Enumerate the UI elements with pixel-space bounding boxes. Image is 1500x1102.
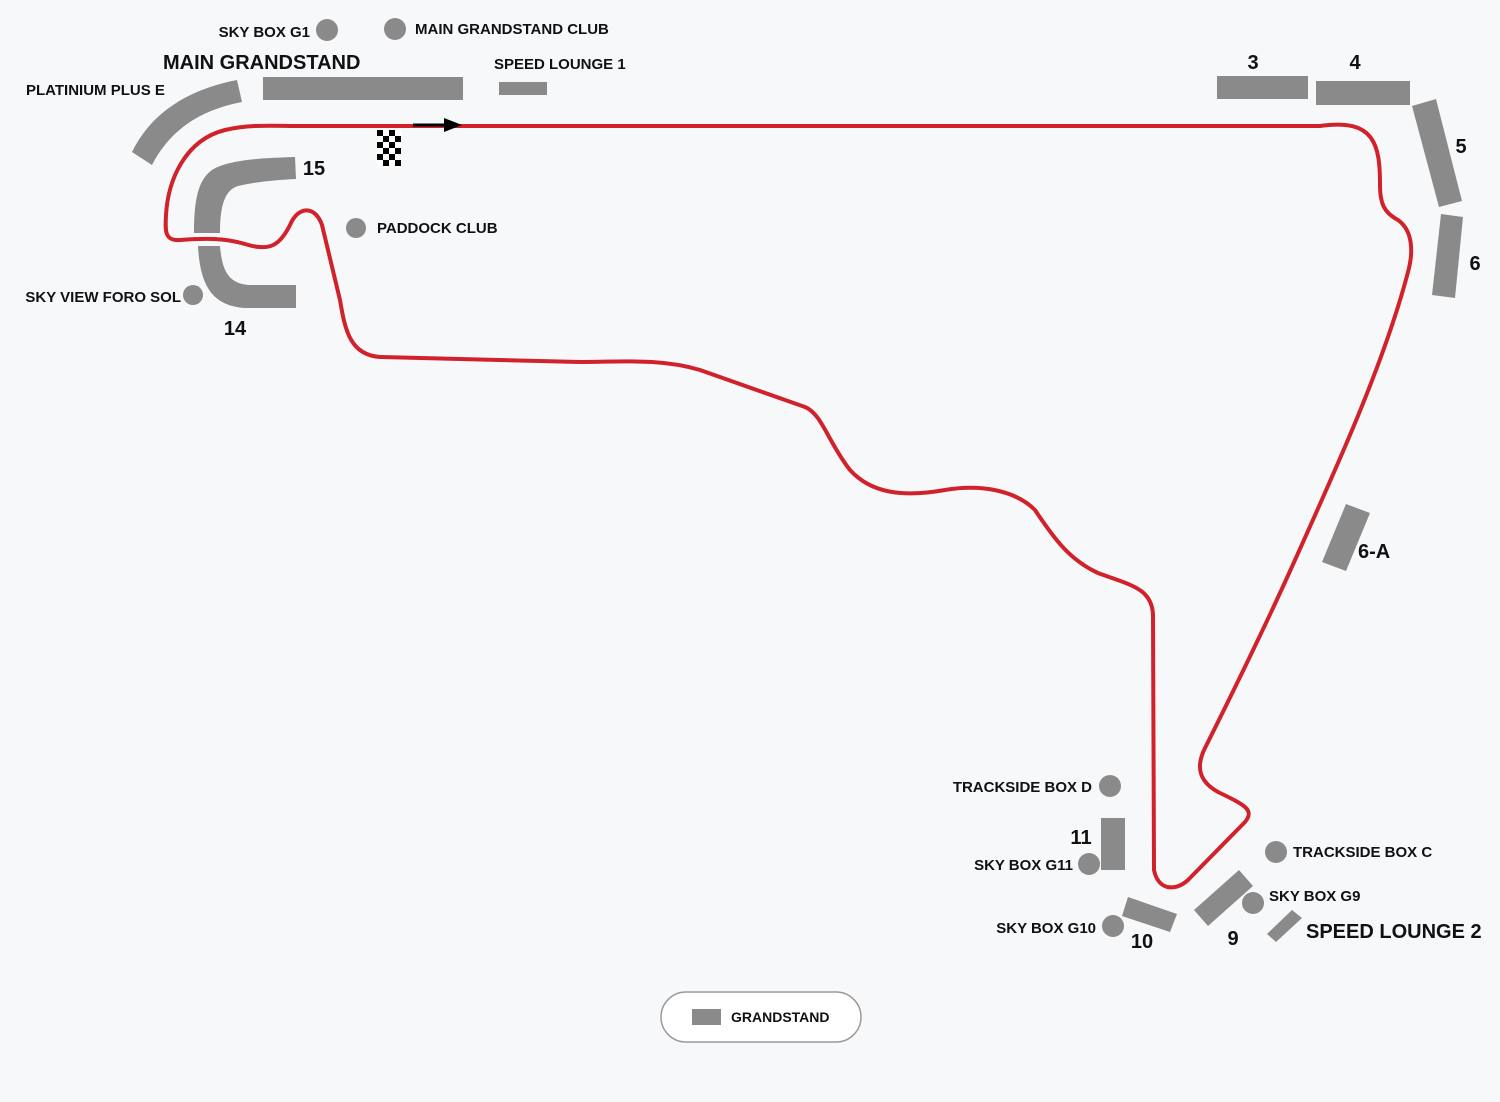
marker-sky-box-g11[interactable] [1078,853,1100,875]
label-sky-box-g1: SKY BOX G1 [219,24,310,41]
venue-labels: SKY BOX G1 MAIN GRANDSTAND CLUB MAIN GRA… [25,21,1481,943]
grandstand-15[interactable] [194,157,296,233]
grandstand-speed-lounge-2[interactable] [1267,910,1302,942]
number-15: 15 [303,158,325,180]
grandstand-14[interactable] [198,246,296,308]
grandstands [132,76,1463,942]
grandstand-4[interactable] [1316,81,1410,105]
label-trackside-box-c: TRACKSIDE BOX C [1293,844,1432,861]
number-10: 10 [1131,931,1153,953]
number-11: 11 [1070,827,1091,849]
grandstand-platinium-plus-e[interactable] [132,80,242,165]
marker-main-grandstand-club[interactable] [384,18,406,40]
legend-grandstand-label: GRANDSTAND [731,1009,830,1025]
stand-numbers: 3 4 5 6 6-A 9 10 11 14 15 [224,52,1481,953]
number-6a: 6-A [1358,541,1390,563]
marker-trackside-box-c[interactable] [1265,841,1287,863]
number-9: 9 [1227,928,1238,950]
grandstand-10[interactable] [1122,897,1177,932]
legend: GRANDSTAND [660,991,862,1043]
legend-grandstand-swatch [692,1009,721,1025]
venue-markers [183,18,1287,937]
marker-sky-view-foro-sol[interactable] [183,285,203,305]
label-sky-box-g10: SKY BOX G10 [996,920,1096,937]
number-6: 6 [1469,253,1480,275]
marker-trackside-box-d[interactable] [1099,775,1121,797]
marker-sky-box-g1[interactable] [316,19,338,41]
grandstand-3[interactable] [1217,76,1308,99]
grandstand-11[interactable] [1101,818,1125,870]
grandstand-6a[interactable] [1322,504,1370,571]
label-sky-box-g9: SKY BOX G9 [1269,888,1360,905]
number-14: 14 [224,318,247,340]
label-platinium-plus-e: PLATINIUM PLUS E [26,82,165,99]
label-speed-lounge-2: SPEED LOUNGE 2 [1306,921,1482,943]
grandstand-speed-lounge-1[interactable] [499,82,547,95]
label-trackside-box-d: TRACKSIDE BOX D [953,779,1092,796]
checkered-flag-icon [377,130,402,168]
number-4: 4 [1349,52,1361,74]
legend-box [660,991,862,1043]
grandstand-5[interactable] [1412,99,1462,207]
marker-sky-box-g10[interactable] [1102,915,1124,937]
grandstand-6[interactable] [1432,214,1463,298]
number-3: 3 [1247,52,1258,74]
number-5: 5 [1455,136,1466,158]
marker-paddock-club[interactable] [346,218,366,238]
label-main-grandstand: MAIN GRANDSTAND [163,52,360,74]
arrow-right-icon [413,118,462,132]
race-track [163,122,1414,890]
label-paddock-club: PADDOCK CLUB [377,220,498,237]
label-speed-lounge-1: SPEED LOUNGE 1 [494,56,626,73]
grandstand-main[interactable] [263,77,463,100]
label-sky-view-foro-sol: SKY VIEW FORO SOL [25,289,181,306]
label-main-grandstand-club: MAIN GRANDSTAND CLUB [415,21,609,38]
label-sky-box-g11: SKY BOX G11 [974,857,1073,874]
grandstand-9[interactable] [1194,870,1253,926]
marker-sky-box-g9[interactable] [1242,892,1264,914]
